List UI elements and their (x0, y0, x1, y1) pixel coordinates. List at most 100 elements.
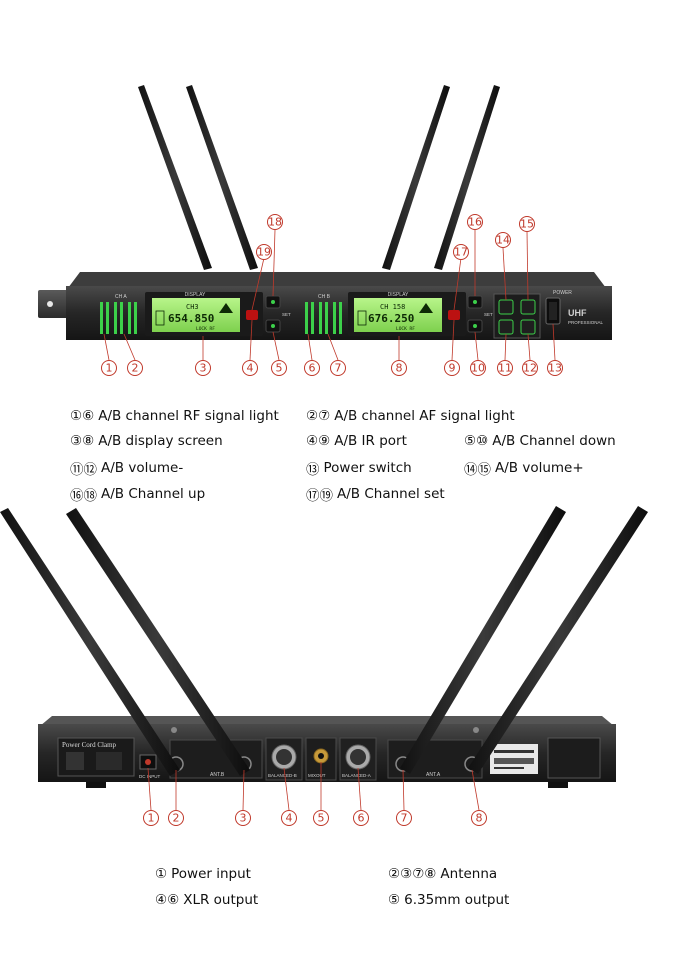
display-a: DISPLAY CH3 654.850 LOCK RF (145, 292, 263, 336)
brand-label: UHF (568, 308, 587, 318)
callout-2: 2 (132, 362, 139, 375)
display-b-footer: LOCK RF (396, 326, 415, 332)
dc-input-label: DC INPUT (139, 774, 161, 779)
rear-callout-3: 3 (240, 812, 247, 825)
volume-plus-b-button[interactable] (520, 299, 536, 315)
legend-rf-light: ①⑥ A/B channel RF signal light (70, 408, 279, 424)
rear-callout-2: 2 (173, 812, 180, 825)
legend-channel-set: ⑰⑲ A/B Channel set (306, 484, 445, 504)
legend-text: A/B channel RF signal light (98, 408, 279, 424)
legend-channel-down: ⑤⑩ A/B Channel down (464, 433, 616, 449)
rear-callout-4: 4 (286, 812, 293, 825)
legend-text: A/B display screen (98, 433, 223, 449)
legend-af-light: ②⑦ A/B channel AF signal light (306, 408, 515, 424)
legend-text: Power input (171, 866, 251, 882)
display-a-footer: LOCK RF (196, 326, 215, 332)
front-callouts-bottom: 1 2 3 4 5 6 7 8 9 10 11 12 13 (101, 360, 563, 376)
volume-minus-a-button[interactable] (498, 319, 514, 335)
legend-text: A/B channel AF signal light (334, 408, 515, 424)
callout-17: 17 (454, 246, 468, 259)
rear-antenna-1 (0, 508, 180, 776)
mix-out-label: MIXOUT (308, 773, 326, 778)
callout-16: 16 (468, 216, 482, 229)
callout-3: 3 (200, 362, 207, 375)
rear-chassis-top (40, 716, 614, 726)
power-cord-label: Power Cord Clamp (62, 741, 117, 749)
legend-ir-port: ④⑨ A/B IR port (306, 433, 407, 449)
legend-text: XLR output (183, 892, 259, 908)
callout-14: 14 (496, 234, 510, 247)
front-chassis-top (68, 272, 606, 288)
callout-7: 7 (335, 362, 342, 375)
legend-text: A/B Channel up (101, 486, 206, 502)
legend-nums: ②⑦ (306, 408, 331, 424)
rear-leader-lines (147, 762, 480, 811)
legend-nums: ④⑥ (155, 892, 180, 908)
rear-callout-1: 1 (148, 812, 155, 825)
display-b-ch: CH 158 (380, 303, 405, 311)
antenna-3 (382, 85, 450, 270)
legend-nums: ⑯⑱ (70, 488, 97, 504)
callout-1: 1 (106, 362, 113, 375)
legend-power-switch: ⑬ Power switch (306, 458, 412, 478)
legend-text: 6.35mm output (404, 892, 510, 908)
legend-channel-up: ⑯⑱ A/B Channel up (70, 484, 205, 504)
legend-text: Antenna (440, 866, 498, 882)
front-callouts-top: 18 19 16 17 14 15 (256, 214, 535, 260)
callout-4: 4 (247, 362, 254, 375)
channel-a-meters: CH A (100, 294, 137, 334)
legend-nums: ⑤ (388, 892, 401, 908)
display-b: DISPLAY CH 158 676.250 LOCK RF (348, 292, 466, 336)
legend-nums: ④⑨ (306, 433, 331, 449)
display-b-header: DISPLAY (388, 292, 409, 298)
rear-antenna-3 (400, 506, 566, 774)
callout-10: 10 (471, 362, 485, 375)
rear-vent (547, 737, 601, 779)
rear-callout-5: 5 (318, 812, 325, 825)
rear-callout-6: 6 (358, 812, 365, 825)
volume-plus-a-button[interactable] (498, 299, 514, 315)
volume-buttons (493, 293, 541, 339)
ir-port-a (246, 310, 258, 320)
legend-635-output: ⑤ 6.35mm output (388, 892, 509, 908)
legend-text: Power switch (323, 460, 412, 476)
legend-volume-minus: ⑪⑫ A/B volume- (70, 458, 183, 478)
rear-antenna-4 (468, 506, 648, 774)
rear-callout-8: 8 (476, 812, 483, 825)
rear-antennas (0, 506, 648, 776)
legend-nums: ① (155, 866, 168, 882)
legend-nums: ⑬ (306, 462, 320, 478)
legend-display: ③⑧ A/B display screen (70, 433, 223, 449)
legend-nums: ③⑧ (70, 433, 95, 449)
volume-minus-b-button[interactable] (520, 319, 536, 335)
legend-nums: ⑪⑫ (70, 462, 97, 478)
set-label-a: SET (282, 312, 291, 317)
callout-15: 15 (520, 218, 534, 231)
rear-callouts: 1 2 3 4 5 6 7 8 (143, 810, 487, 826)
callout-13: 13 (548, 362, 562, 375)
legend-antenna: ②③⑦⑧ Antenna (388, 866, 497, 882)
antenna-4 (434, 85, 500, 270)
balanced-a-label: BALANCED-A (342, 773, 371, 778)
legend-nums: ⑤⑩ (464, 433, 489, 449)
legend-xlr-output: ④⑥ XLR output (155, 892, 258, 908)
legend-nums: ①⑥ (70, 408, 95, 424)
callout-9: 9 (449, 362, 456, 375)
legend-text: A/B IR port (334, 433, 407, 449)
legend-nums: ②③⑦⑧ (388, 866, 437, 882)
ant-a-label: ANT.A (426, 772, 441, 778)
display-b-freq: 676.250 (368, 312, 414, 325)
legend-text: A/B Channel set (337, 486, 445, 502)
set-label-b: SET (484, 312, 493, 317)
display-a-ch: CH3 (186, 303, 199, 311)
rear-callout-7: 7 (401, 812, 408, 825)
front-antennas (138, 85, 500, 270)
antenna-2 (186, 85, 258, 270)
antenna-1 (138, 85, 212, 270)
callout-6: 6 (309, 362, 316, 375)
callout-11: 11 (498, 362, 512, 375)
rear-panel: Power Cord Clamp DC INPUT ANT.B BALANCED… (0, 506, 648, 826)
brand-sub-label: PROFESSIONAL (568, 320, 604, 325)
front-leader-lines (103, 229, 556, 361)
